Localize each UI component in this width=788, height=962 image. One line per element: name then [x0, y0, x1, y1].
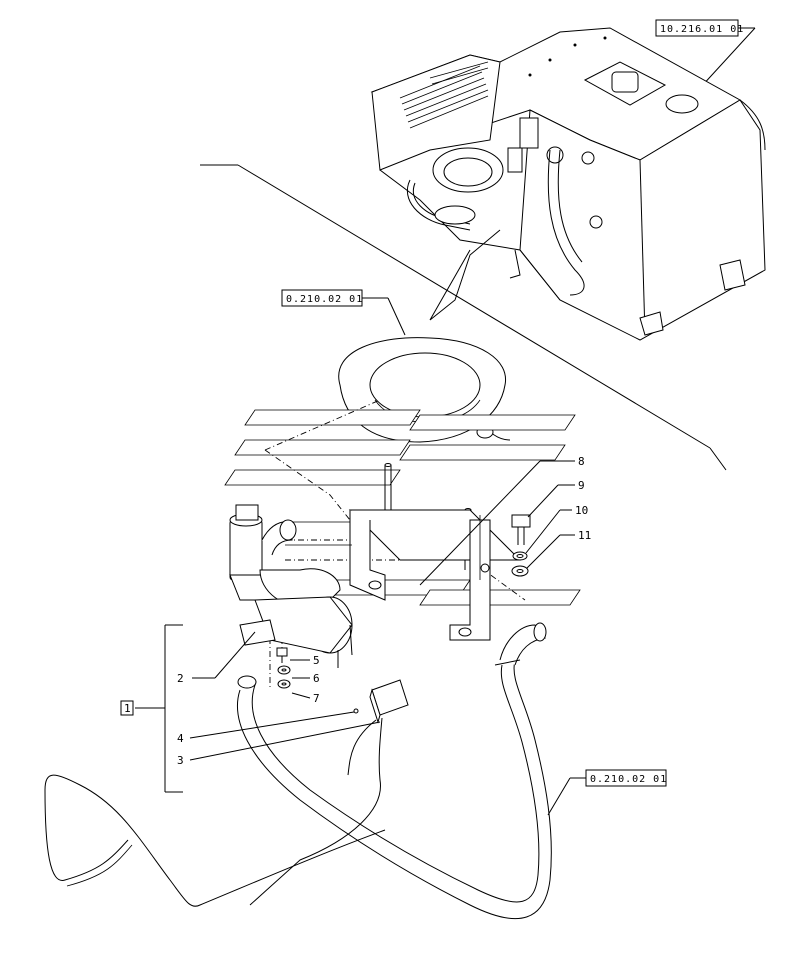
reference-box-top-right[interactable]: 10.216.01 01: [655, 19, 744, 37]
reference-box-middle-left[interactable]: 0.210.02 01: [281, 289, 363, 307]
leader-zigzag: [429, 229, 501, 321]
bolt-and-washers: [511, 514, 531, 577]
leader-long-end: [709, 447, 727, 471]
leader-ref-top-diag: [699, 27, 756, 89]
leader-7: [291, 692, 311, 699]
callout-8[interactable]: 8: [578, 455, 585, 468]
callout-3[interactable]: 3: [177, 754, 184, 767]
leader-4: [189, 711, 355, 739]
callout-1-box[interactable]: 1: [120, 700, 134, 716]
bracket: [348, 463, 522, 641]
reference-box-bottom-right[interactable]: 0.210.02 01: [585, 769, 667, 787]
callout-9[interactable]: 9: [578, 479, 585, 492]
callout-4[interactable]: 4: [177, 732, 184, 745]
callout-5[interactable]: 5: [313, 654, 320, 667]
callout-10[interactable]: 10: [575, 504, 588, 517]
callout-2[interactable]: 2: [177, 672, 184, 685]
callout-1: 1: [124, 702, 131, 715]
svg-text:0.210.02 01: 0.210.02 01: [286, 294, 363, 305]
cable: [44, 774, 386, 907]
electrical-connector: [249, 679, 409, 906]
leader-ref-mid-diag: [387, 297, 406, 336]
hose: [237, 622, 552, 920]
callout-11[interactable]: 11: [578, 529, 591, 542]
pump-fasteners: [276, 647, 291, 689]
tank-assembly: [370, 27, 766, 341]
leader-long-diag: [237, 164, 711, 449]
callout-6[interactable]: 6: [313, 672, 320, 685]
leader-ref-bottom-diag: [547, 777, 571, 816]
pump: [229, 504, 353, 668]
svg-text:0.210.02 01: 0.210.02 01: [590, 774, 667, 785]
kit-bracket: [135, 624, 183, 793]
callout-7[interactable]: 7: [313, 692, 320, 705]
svg-text:10.216.01 01: 10.216.01 01: [660, 24, 744, 35]
leader-3: [189, 721, 381, 761]
